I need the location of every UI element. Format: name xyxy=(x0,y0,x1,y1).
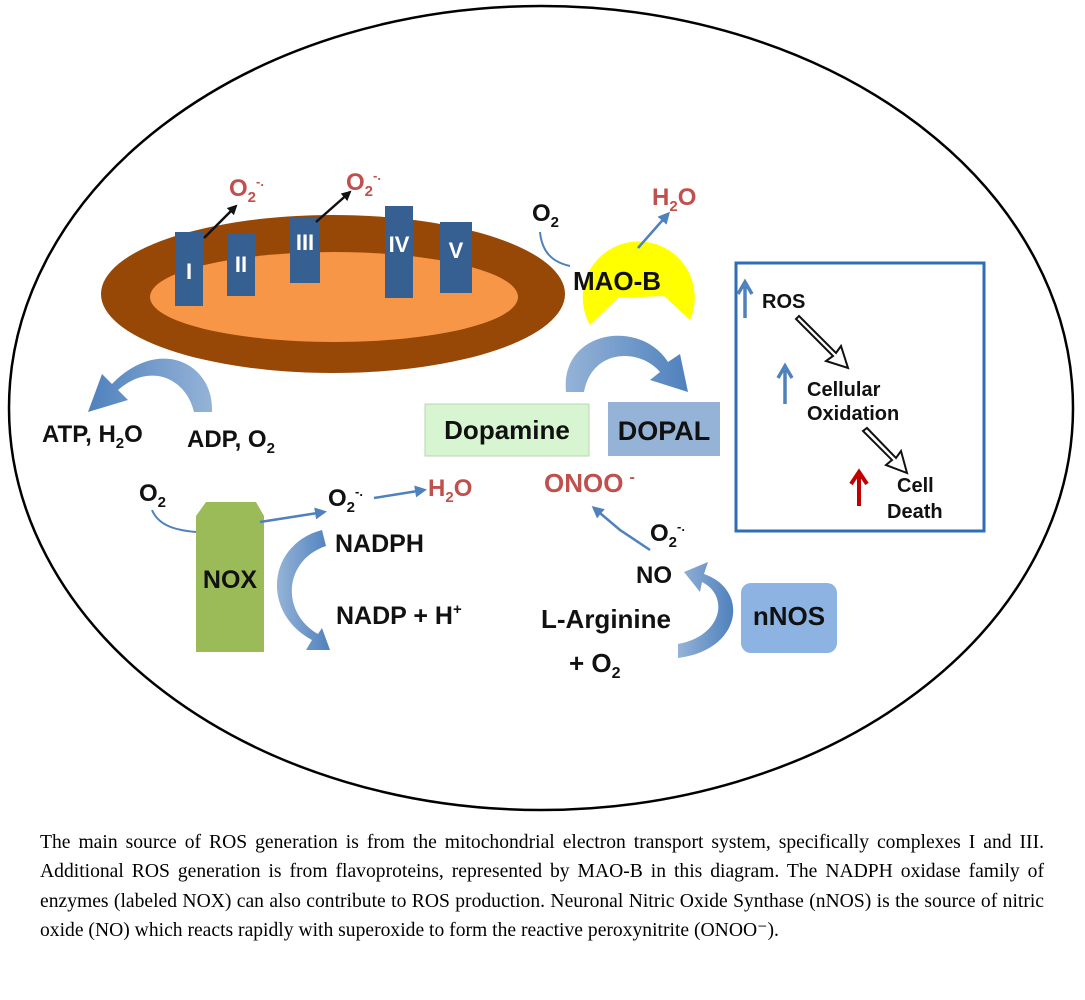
complex-ii-label: II xyxy=(235,252,247,277)
dopamine-to-dopal-arrow xyxy=(565,335,688,392)
cellular-label: Cellular xyxy=(807,379,881,401)
complex-i-label: I xyxy=(186,259,192,284)
peroxynitrite-label: ONOO- xyxy=(544,468,635,498)
nnos-enzyme xyxy=(741,583,837,653)
l-arginine-label: L-Arginine xyxy=(541,604,671,634)
nox-h2o2-label: H2O xyxy=(428,475,472,506)
ros-diagram: I II III IV V O2-. O2-. ATP, H2O ADP, O2… xyxy=(7,4,1075,812)
superoxide-label-2: O2-. xyxy=(346,168,381,200)
dopal-label: DOPAL xyxy=(618,416,711,446)
nnos-label: nNOS xyxy=(753,601,825,631)
adp-o2-label: ADP, O2 xyxy=(187,426,275,457)
nnos-arrow xyxy=(678,562,734,658)
mao-b-oxygen-label: O2 xyxy=(532,200,559,231)
cell-death-pathway: ROS Cellular Oxidation Cell Death xyxy=(734,261,986,533)
nox-superoxide-arrow xyxy=(259,507,327,524)
dopamine-label: Dopamine xyxy=(444,415,570,445)
ros-label: ROS xyxy=(762,291,805,313)
mao-b-h2o2-arrow xyxy=(637,211,670,249)
nox-oxygen-label: O2 xyxy=(139,480,166,511)
superoxide-label-1: O2-. xyxy=(229,174,264,206)
atp-synthesis-arrow xyxy=(88,358,213,412)
nadph-label: NADPH xyxy=(335,530,424,558)
dopamine-box xyxy=(424,403,590,457)
no-superoxide-arrow xyxy=(591,506,651,552)
figure-caption: The main source of ROS generation is fro… xyxy=(40,832,1044,941)
mao-b-enzyme xyxy=(582,241,695,325)
mitochondrion xyxy=(101,215,565,373)
cell-label: Cell xyxy=(897,475,934,497)
complex-iii-superoxide-arrow xyxy=(315,190,352,223)
oxidation-up-arrow-icon xyxy=(776,362,794,404)
nadp-label: NADP + H+ xyxy=(336,601,462,630)
mao-b-label: MAO-B xyxy=(573,266,661,296)
nitric-oxide-label: NO xyxy=(636,562,672,589)
nox-enzyme xyxy=(196,502,264,652)
complex-i: I xyxy=(175,232,203,306)
complex-iv: IV xyxy=(385,206,413,298)
ros-to-oxidation-arrow-icon xyxy=(794,314,850,370)
complex-iii: III xyxy=(290,218,320,283)
complex-iv-label: IV xyxy=(389,232,410,257)
complex-i-superoxide-arrow xyxy=(203,204,238,239)
atp-h2o-label: ATP, H2O xyxy=(42,421,143,452)
ros-up-arrow-icon xyxy=(736,278,754,318)
mao-b-oxygen-arrow xyxy=(539,231,571,267)
superoxide-to-h2o2-arrow xyxy=(373,485,427,500)
cell-outline xyxy=(7,4,1075,812)
oxidation-label: Oxidation xyxy=(807,403,899,425)
nox-oxygen-arrow xyxy=(151,509,197,533)
cell-death-up-arrow-icon xyxy=(849,468,869,506)
complex-v-label: V xyxy=(449,238,464,263)
oxidation-to-death-arrow-icon xyxy=(861,426,909,475)
nadph-arrow xyxy=(276,530,330,650)
complex-v: V xyxy=(440,222,472,293)
death-label: Death xyxy=(887,501,943,523)
complex-iii-label: III xyxy=(296,230,314,255)
dopal-box xyxy=(608,402,720,456)
arginine-oxygen-label: + O2 xyxy=(569,648,621,682)
nox-superoxide-label: O2-. xyxy=(328,484,363,516)
nnos-superoxide-label: O2-. xyxy=(650,519,685,551)
mao-b-h2o2-label: H2O xyxy=(652,184,696,215)
nox-label: NOX xyxy=(203,566,258,594)
complex-ii: II xyxy=(227,234,255,296)
